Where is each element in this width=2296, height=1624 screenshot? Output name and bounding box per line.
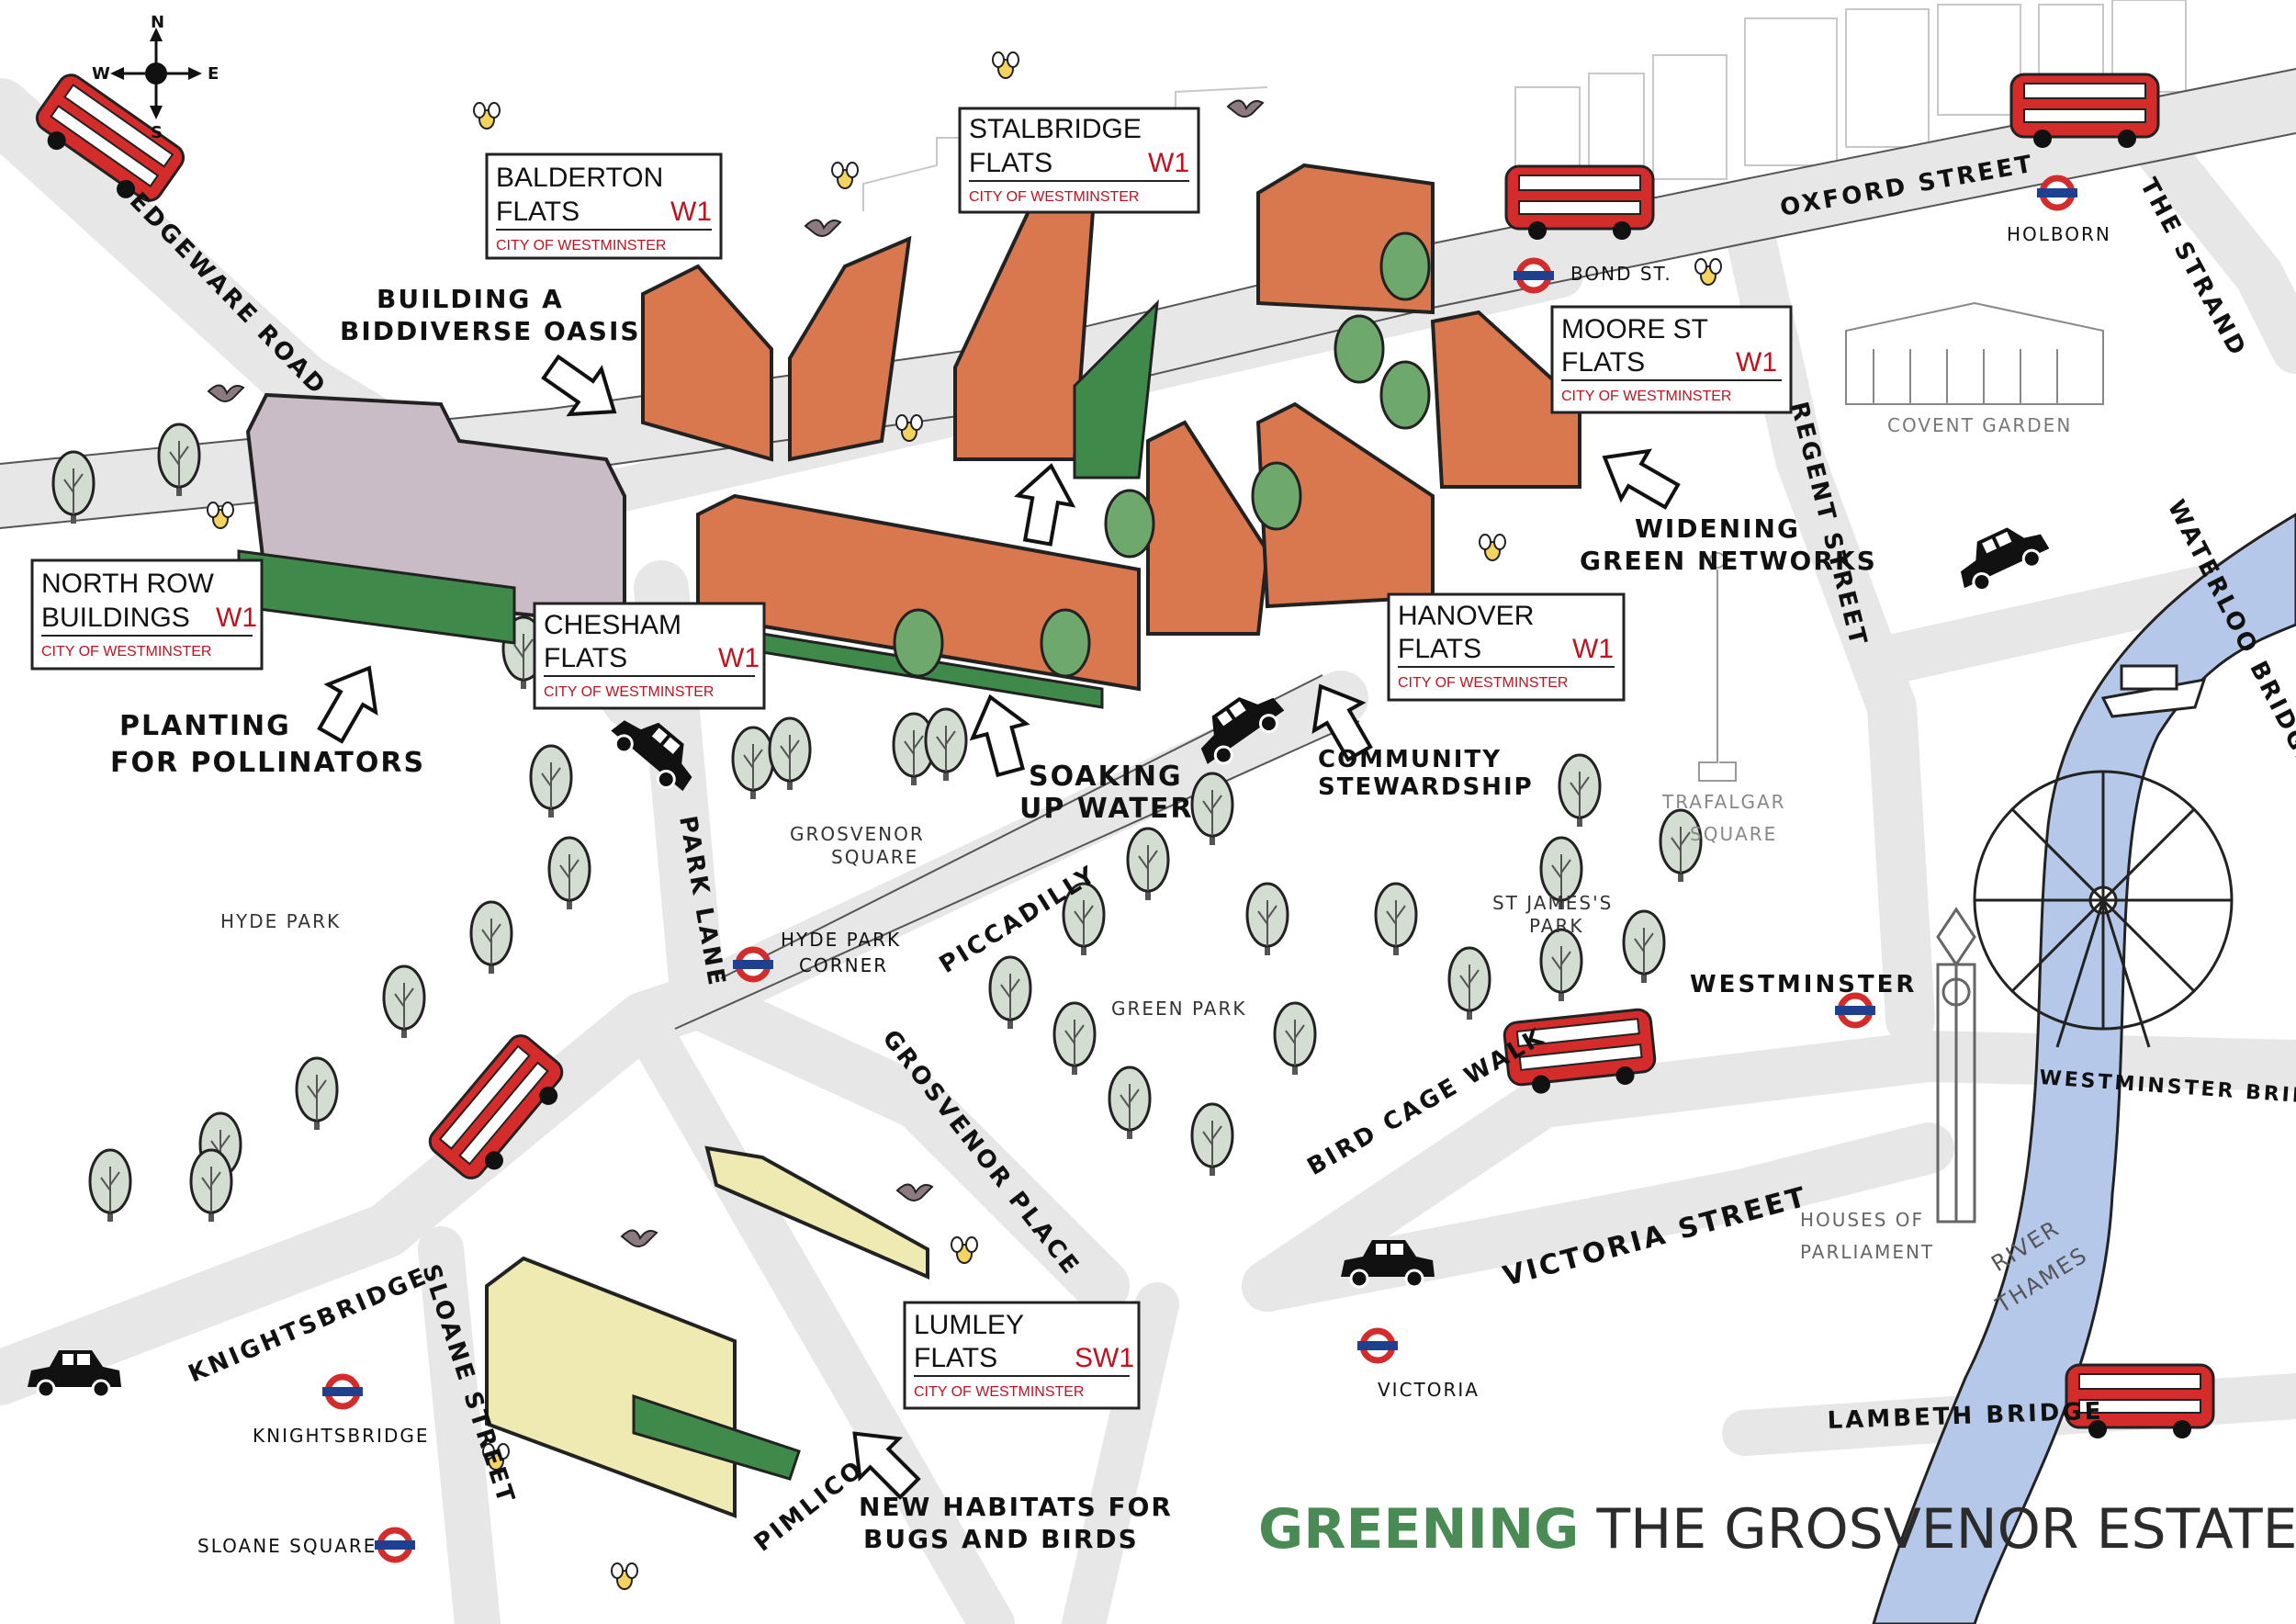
big-ben-sketch <box>1936 907 1976 1224</box>
sign-moore-line2: FLATS <box>1561 347 1645 378</box>
tube-icon <box>1357 1331 1398 1360</box>
station-bond: BOND ST. <box>1570 263 1672 285</box>
callout-pollinators-1: PLANTING <box>119 710 291 742</box>
label-trafalgar-1: TRAFALGAR <box>1661 791 1786 813</box>
stalbridge-flats <box>953 209 1159 479</box>
covent-garden-sketch <box>1845 301 2104 405</box>
sign-lumley-line2: FLATS <box>914 1343 997 1373</box>
sign-northrow: NORTH ROW BUILDINGS W1 CITY OF WESTMINST… <box>30 558 264 671</box>
sign-moore-code: W1 <box>1736 347 1777 378</box>
nelsons-column-sketch <box>1698 552 1737 782</box>
callout-steward-1: COMMUNITY <box>1318 746 1502 773</box>
sign-lumley-line1: LUMLEY <box>914 1310 1024 1340</box>
callout-steward-2: STEWARDSHIP <box>1318 773 1534 801</box>
balderton-flats <box>641 235 912 462</box>
tube-icon <box>375 1530 415 1560</box>
hanover-flats <box>1146 401 1435 636</box>
label-parliament-2: PARLIAMENT <box>1800 1241 1934 1263</box>
callout-water-2: UP WATER <box>1019 793 1193 825</box>
river-boat <box>2100 664 2207 718</box>
sign-chesham-line1: CHESHAM <box>544 610 681 640</box>
station-hyde-park-corner-1: HYDE PARK <box>781 929 901 951</box>
sign-moore-sub: CITY OF WESTMINSTER <box>1561 389 1731 404</box>
label-parliament-1: HOUSES OF <box>1800 1209 1924 1231</box>
label-grosvenor-sq-2: SQUARE <box>831 846 918 868</box>
label-st-james-2: PARK <box>1529 915 1583 937</box>
label-covent-garden: COVENT GARDEN <box>1887 414 2072 436</box>
compass-s: S <box>151 123 164 142</box>
map-title: GREENING THE GROSVENOR ESTATE <box>1258 1497 2296 1562</box>
tube-icon <box>322 1377 363 1406</box>
sign-stalbridge-line1: STALBRIDGE <box>969 114 1142 144</box>
sign-chesham-line2: FLATS <box>544 643 627 673</box>
sign-lumley-code: SW1 <box>1075 1343 1134 1373</box>
callout-networks-2: GREEN NETWORKS <box>1580 546 1877 576</box>
station-victoria: VICTORIA <box>1378 1379 1480 1401</box>
tube-icon <box>2037 178 2077 208</box>
sign-stalbridge-code: W1 <box>1148 148 1189 178</box>
label-grosvenor-sq-1: GROSVENOR <box>790 823 925 845</box>
station-labels: BOND ST. HOLBORN HYDE PARK CORNER WESTMI… <box>197 223 2111 1557</box>
sign-hanover-sub: CITY OF WESTMINSTER <box>1398 675 1568 691</box>
sign-northrow-sub: CITY OF WESTMINSTER <box>41 644 211 660</box>
title-rest: THE GROSVENOR ESTATE <box>1596 1497 2296 1562</box>
sign-northrow-line2: BUILDINGS <box>41 603 190 633</box>
grosvenor-square-trees <box>731 707 968 801</box>
station-hyde-park-corner-2: CORNER <box>799 954 888 976</box>
sign-hanover-code: W1 <box>1572 634 1614 664</box>
station-westminster: WESTMINSTER <box>1690 971 1917 998</box>
sign-northrow-line1: NORTH ROW <box>41 569 214 599</box>
callout-networks-1: WIDENING <box>1635 513 1800 544</box>
sign-lumley: LUMLEY FLATS SW1 CITY OF WESTMINSTER <box>903 1301 1141 1410</box>
callout-water-1: SOAKING <box>1029 761 1183 793</box>
sign-chesham: CHESHAM FLATS W1 CITY OF WESTMINSTER <box>533 602 766 710</box>
north-row-buildings <box>237 392 626 645</box>
sign-moore-line1: MOORE ST <box>1561 314 1708 344</box>
sign-lumley-sub: CITY OF WESTMINSTER <box>914 1384 1084 1400</box>
compass-n: N <box>151 13 166 32</box>
compass-rose: N S W E <box>92 13 220 142</box>
sign-northrow-code: W1 <box>216 603 257 633</box>
sign-balderton: BALDERTON FLATS W1 CITY OF WESTMINSTER <box>485 152 723 260</box>
station-sloane-square: SLOANE SQUARE <box>197 1535 377 1557</box>
title-highlight: GREENING <box>1258 1497 1580 1562</box>
compass-w: W <box>92 64 112 84</box>
callout-oasis-2: BIDDIVERSE OASIS <box>340 316 641 346</box>
sign-balderton-line1: BALDERTON <box>496 163 663 193</box>
lumley-flats <box>485 1145 929 1518</box>
tube-icon <box>1835 996 1875 1025</box>
sign-stalbridge-sub: CITY OF WESTMINSTER <box>969 189 1139 205</box>
compass-e: E <box>208 64 220 84</box>
sign-hanover-line2: FLATS <box>1398 634 1481 664</box>
sign-stalbridge: STALBRIDGE FLATS W1 CITY OF WESTMINSTER <box>958 107 1200 214</box>
callout-oasis-1: BUILDING A <box>377 284 564 314</box>
label-green-park: GREEN PARK <box>1111 998 1246 1020</box>
callout-habitats-2: BUGS AND BIRDS <box>863 1524 1139 1554</box>
sign-chesham-code: W1 <box>718 643 760 673</box>
sign-chesham-sub: CITY OF WESTMINSTER <box>544 684 714 700</box>
sign-balderton-line2: FLATS <box>496 197 580 227</box>
callout-pollinators-2: FOR POLLINATORS <box>110 747 425 779</box>
tube-icon <box>1514 261 1554 290</box>
sign-stalbridge-line2: FLATS <box>969 148 1052 178</box>
station-holborn: HOLBORN <box>2007 223 2111 245</box>
sign-moore: MOORE ST FLATS W1 CITY OF WESTMINSTER <box>1550 305 1793 414</box>
sign-balderton-sub: CITY OF WESTMINSTER <box>496 238 666 254</box>
london-eye <box>1973 770 2234 1048</box>
label-trafalgar-2: SQUARE <box>1690 823 1777 845</box>
callout-labels: BUILDING A BIDDIVERSE OASIS PLANTING FOR… <box>110 284 1877 1554</box>
sign-hanover-line1: HANOVER <box>1398 601 1534 631</box>
label-hyde-park: HYDE PARK <box>220 910 341 932</box>
tube-icon <box>733 950 773 979</box>
sign-hanover: HANOVER FLATS W1 CITY OF WESTMINSTER <box>1387 592 1626 702</box>
sign-balderton-code: W1 <box>670 197 712 227</box>
label-st-james-1: ST JAMES'S <box>1492 892 1613 914</box>
callout-habitats-1: NEW HABITATS FOR <box>859 1492 1173 1522</box>
station-knightsbridge: KNIGHTSBRIDGE <box>253 1425 429 1447</box>
